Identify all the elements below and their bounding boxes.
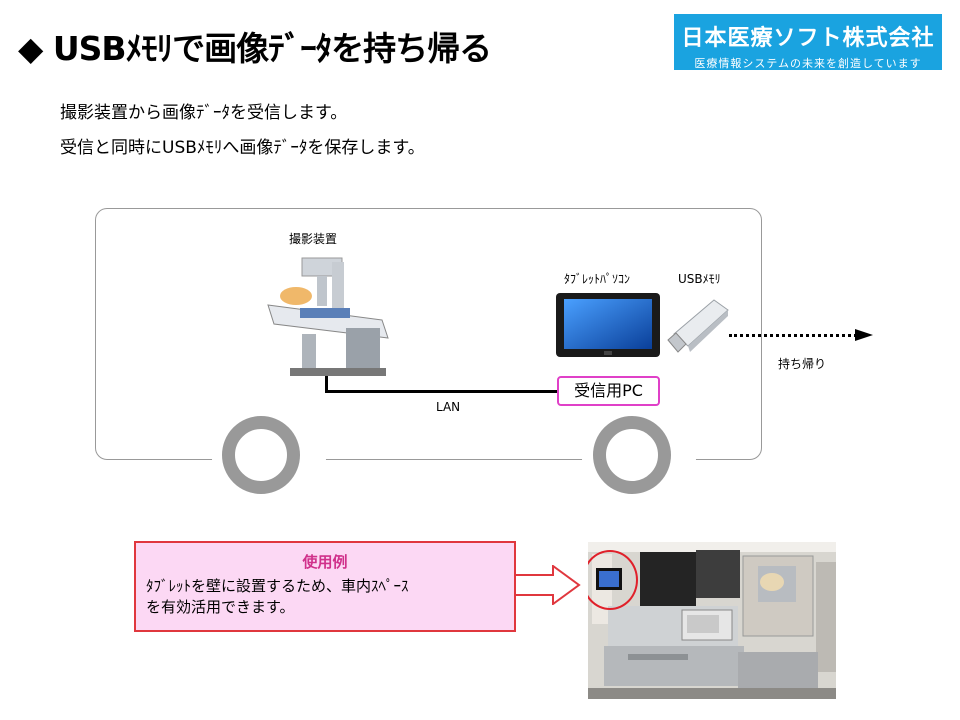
tablet-label: ﾀﾌﾞﾚｯﾄﾊﾟｿｺﾝ <box>564 272 631 286</box>
usb-label: USBﾒﾓﾘ <box>678 272 721 286</box>
imaging-device-icon <box>267 257 389 376</box>
logo-tagline: 医療情報システムの未来を創造しています <box>694 57 922 70</box>
device-label: 撮影装置 <box>289 232 338 246</box>
intro-line-2: 受信と同時にUSBﾒﾓﾘへ画像ﾃﾞｰﾀを保存します。 <box>60 138 425 158</box>
highlight-circle <box>588 550 638 610</box>
lan-line-vertical <box>325 376 328 393</box>
page-title: ◆ USBﾒﾓﾘで画像ﾃﾞｰﾀを持ち帰る <box>18 29 492 68</box>
callout-title: 使用例 <box>302 553 348 571</box>
takeaway-label: 持ち帰り <box>778 357 827 371</box>
takeaway-arrow-line <box>729 334 857 337</box>
intro-line-1: 撮影装置から画像ﾃﾞｰﾀを受信します。 <box>60 103 348 123</box>
tablet-icon <box>556 293 660 357</box>
company-logo: 日本医療ソフト株式会社 医療情報システムの未来を創造しています <box>674 14 942 70</box>
callout-arrow-icon <box>515 565 581 605</box>
lan-line-horizontal <box>325 390 558 393</box>
takeaway-arrowhead <box>855 329 873 341</box>
vehicle-interior-photo <box>588 542 836 699</box>
callout-line-2: を有効活用できます。 <box>146 598 295 616</box>
logo-name: 日本医療ソフト株式会社 <box>681 26 935 51</box>
receiving-pc-label: 受信用PC <box>557 376 660 406</box>
usb-memory-icon <box>667 299 729 353</box>
usage-example-callout: 使用例 ﾀﾌﾞﾚｯﾄを壁に設置するため、車内ｽﾍﾟｰｽ を有効活用できます。 <box>134 541 516 632</box>
wheel-front <box>222 416 300 494</box>
callout-line-1: ﾀﾌﾞﾚｯﾄを壁に設置するため、車内ｽﾍﾟｰｽ <box>146 577 409 595</box>
lan-label: LAN <box>436 400 461 414</box>
wheel-rear <box>593 416 671 494</box>
